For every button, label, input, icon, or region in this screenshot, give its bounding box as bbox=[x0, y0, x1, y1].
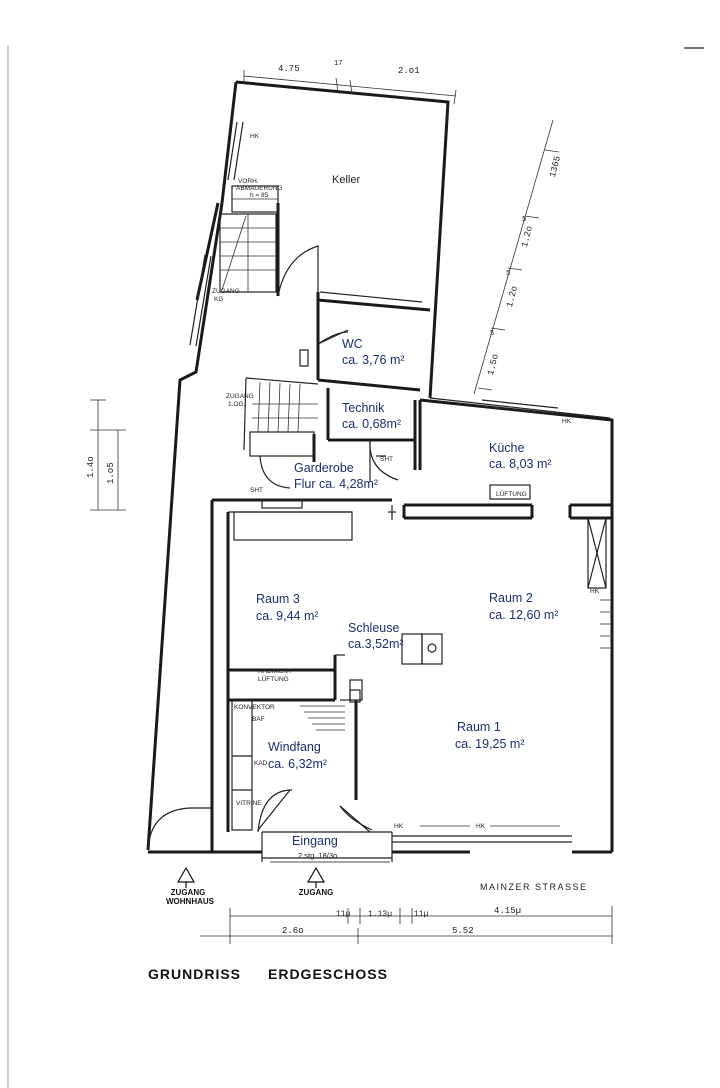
entrance-arrows bbox=[176, 861, 390, 888]
dim-left-1: 1.o5 bbox=[106, 462, 116, 484]
room-schleuse-name: Schleuse bbox=[348, 621, 400, 635]
dim-right-small-2: 5 bbox=[490, 330, 495, 338]
room-garderobe-name: Garderobe bbox=[294, 461, 354, 475]
dim-top-2: 2.o1 bbox=[398, 66, 420, 76]
dim-right-small-0: 5 bbox=[522, 216, 527, 224]
windows bbox=[189, 121, 559, 409]
room-garderobe-area: Flur ca. 4,28m² bbox=[294, 477, 379, 491]
room-raum3-name: Raum 3 bbox=[256, 592, 300, 606]
room-windfang-name: Windfang bbox=[268, 740, 321, 754]
lueftung-label-raum3: LÜFTUNG bbox=[258, 676, 289, 683]
hk-label-raum2: HK bbox=[590, 588, 600, 595]
dimension-lines bbox=[90, 70, 613, 944]
zugang-wohnhaus-line1: ZUGANG bbox=[170, 888, 206, 897]
dim-bottom-upper-3: 4.15µ bbox=[494, 906, 522, 916]
h85-label: h = 85 bbox=[250, 192, 269, 199]
dim-bottom-lower-1: 5.52 bbox=[452, 926, 474, 936]
room-eingang-name: Eingang bbox=[292, 834, 338, 848]
room-raum3-area: ca. 9,44 m² bbox=[256, 609, 319, 623]
dim-left-0: 1.4o bbox=[86, 456, 96, 478]
room-raum1-name: Raum 1 bbox=[457, 720, 501, 734]
room-raum1-area: ca. 19,25 m² bbox=[455, 737, 525, 751]
plan-title-right: ERDGESCHOSS bbox=[268, 966, 388, 982]
doors bbox=[147, 245, 399, 851]
zugang-wohnhaus-line2: WOHNHAUS bbox=[166, 897, 214, 906]
konvektor-label: KONVEKTOR bbox=[234, 704, 275, 711]
exterior-walls bbox=[146, 80, 614, 862]
zugang-wohnhaus-label: ZUGANG WOHNHAUS bbox=[166, 888, 214, 906]
hk-label-keller: HK bbox=[250, 133, 260, 140]
lueftung-label-kueche: LÜFTUNG bbox=[496, 491, 527, 498]
room-kueche-name: Küche bbox=[489, 441, 525, 455]
room-technik-area: ca. 0,68m² bbox=[342, 417, 402, 431]
dim-bottom-upper-2: 11µ bbox=[414, 910, 429, 919]
dim-bottom-upper-0: 11µ bbox=[336, 910, 351, 919]
room-wc-area: ca. 3,76 m² bbox=[342, 353, 405, 367]
abmauerung-label: ABMAUERUNG bbox=[236, 185, 283, 192]
room-raum2-name: Raum 2 bbox=[489, 591, 533, 605]
hk-label-raum1-b: HK bbox=[476, 823, 486, 830]
dim-bottom-upper-1: 1.13µ bbox=[368, 910, 393, 919]
dim-top-0: 4.75 bbox=[278, 64, 300, 74]
og-label: 1.OG. bbox=[228, 401, 246, 408]
fixtures bbox=[261, 349, 610, 827]
room-wc-name: WC bbox=[342, 337, 363, 351]
vitrine-label: VITRINE bbox=[236, 800, 262, 807]
street-label: MAINZER STRASSE bbox=[480, 882, 588, 892]
sht-label-raum3: SHT bbox=[250, 487, 263, 494]
vorh-label: VORH. bbox=[238, 178, 259, 185]
room-kueche-area: ca. 8,03 m² bbox=[489, 457, 552, 471]
zugang-kg-label: ZUGANG bbox=[212, 288, 240, 295]
hk-label-raum1-a: HK bbox=[394, 823, 404, 830]
room-windfang-area: ca. 6,32m² bbox=[268, 757, 328, 771]
room-technik-name: Technik bbox=[342, 401, 385, 415]
radiator-label: RADIMENT bbox=[258, 668, 292, 675]
interior-walls bbox=[210, 203, 612, 852]
room-raum2-area: ca. 12,60 m² bbox=[489, 608, 559, 622]
hk-label-kueche: HK bbox=[562, 418, 572, 425]
room-schleuse-area: ca.3,52m² bbox=[348, 637, 404, 651]
stairs bbox=[219, 213, 345, 731]
room-keller-name: Keller bbox=[332, 174, 361, 186]
baf-label: BAF bbox=[252, 716, 265, 723]
stairs-step-label: 2 stg. 18/3o bbox=[298, 851, 338, 860]
zugang-main-label: ZUGANG bbox=[298, 888, 334, 897]
zugang-og-label: ZUGANG bbox=[226, 393, 254, 400]
plan-title-left: GRUNDRISS bbox=[148, 966, 242, 982]
dim-bottom-lower-0: 2.6o bbox=[282, 926, 304, 936]
kg-label: KG bbox=[214, 296, 224, 303]
sht-label-flur: SHT bbox=[380, 456, 393, 463]
kad-label: KAD bbox=[254, 760, 268, 767]
dim-right-small-1: 5 bbox=[506, 270, 511, 278]
dim-top-1: 17 bbox=[334, 60, 343, 68]
